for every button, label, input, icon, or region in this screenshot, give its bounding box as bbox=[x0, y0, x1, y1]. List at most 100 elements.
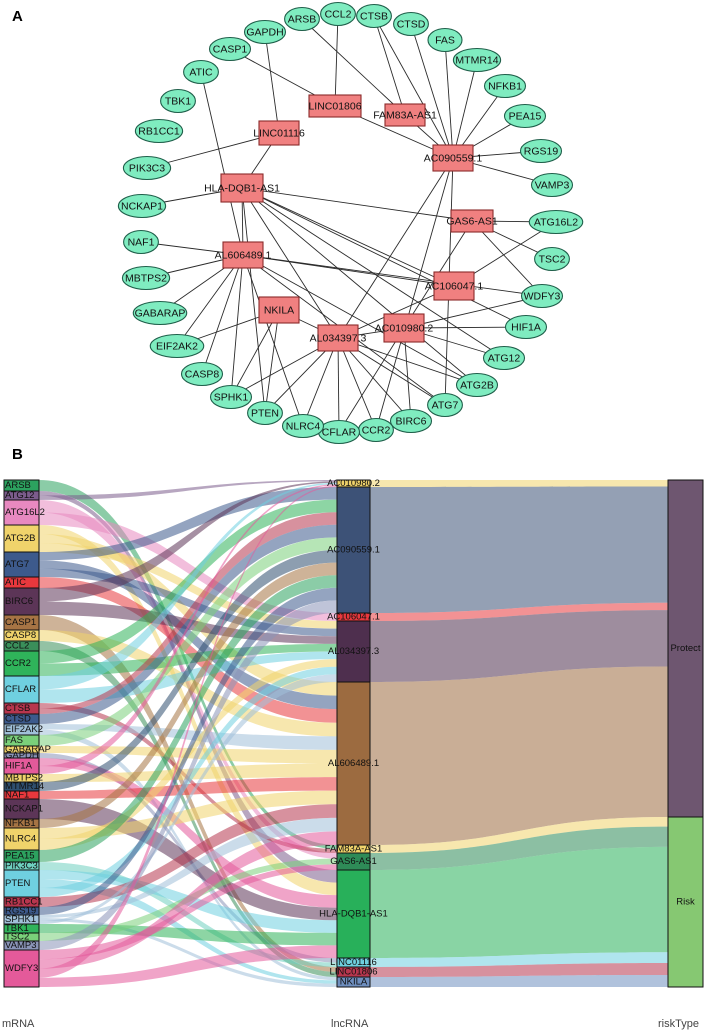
mrna-bar-label: NLRC4 bbox=[5, 834, 36, 845]
mrna-node-gapdh: GAPDH bbox=[243, 19, 287, 45]
flow-atg7-to-al034397-3 bbox=[39, 568, 337, 637]
lncrna-node-label: GAS6-AS1 bbox=[446, 216, 498, 228]
alluvial-strata: ARSBATG12ATG16L2ATG2BATG7ATICBIRC6CASP1C… bbox=[3, 478, 704, 988]
mrna-bar-label: ATG2B bbox=[5, 533, 35, 544]
mrna-node-atg7: ATG7 bbox=[427, 392, 463, 418]
flow-wdfy3-to-gas6-as1 bbox=[39, 864, 337, 960]
lncrna-node-label: AC106047.1 bbox=[425, 281, 484, 293]
mrna-node-label: CASP8 bbox=[185, 369, 220, 381]
lncrna-bar-label: NKILA bbox=[340, 977, 368, 988]
edge-ac090559-1-ccr2 bbox=[375, 157, 454, 431]
risktype-bar-label: Protect bbox=[670, 643, 700, 654]
mrna-node-label: ARSB bbox=[288, 14, 317, 26]
flow-sphk1-to-al606489-1 bbox=[39, 817, 337, 918]
mrna-bar-label: NCKAP1 bbox=[5, 804, 43, 815]
mrna-bar-birc6 bbox=[3, 587, 40, 616]
lncrna-node-label: HLA-DQB1-AS1 bbox=[204, 183, 280, 195]
edge-ac090559-1-fas bbox=[444, 39, 454, 159]
mrna-node-nfkb1: NFKB1 bbox=[483, 73, 527, 99]
mrna-bar-label: MTMR14 bbox=[5, 781, 44, 792]
mrna-bar-label: CCR2 bbox=[5, 658, 31, 669]
flow-eif2ak2-to-al606489-1 bbox=[39, 724, 337, 750]
lncrna-node-label: AL034397.3 bbox=[310, 333, 367, 345]
lncrna-bar-al606489-1 bbox=[336, 681, 371, 846]
lncrna-node-linc01116: LINC01116 bbox=[253, 120, 305, 146]
mrna-node-cflar: CFLAR bbox=[317, 419, 361, 445]
mrna-node-naf1: NAF1 bbox=[123, 229, 159, 255]
flow-ctsd-to-ac090559-1 bbox=[39, 524, 337, 724]
lncrna-bar-label: AC090559.1 bbox=[327, 545, 380, 556]
lncrna-bar-label: AL034397.3 bbox=[328, 646, 379, 657]
mrna-node-label: WDFY3 bbox=[524, 291, 561, 303]
mrna-node-label: ATG12 bbox=[488, 353, 521, 365]
mrna-node-ccl2: CCL2 bbox=[320, 1, 356, 27]
mrna-node-label: SPHK1 bbox=[214, 392, 249, 404]
risktype-bar-label: Risk bbox=[676, 897, 695, 908]
panel-a-letter: A bbox=[12, 8, 23, 25]
mrna-node-label: HIF1A bbox=[511, 322, 541, 334]
edge-al034397-3-ccr2 bbox=[337, 337, 377, 431]
flow-atic-to-al606489-1 bbox=[39, 577, 337, 723]
lncrna-node-label: AL606489.1 bbox=[215, 250, 272, 262]
flow-ccl2-to-linc01806 bbox=[39, 641, 337, 977]
edge-ac090559-1-al034397-3 bbox=[337, 157, 454, 339]
mrna-bar-label: PEA15 bbox=[5, 851, 35, 862]
flow-atg7-to-al606489-1 bbox=[39, 560, 337, 710]
lncrna-node-al606489-1: AL606489.1 bbox=[215, 241, 272, 269]
flow-linc01806-to-risk bbox=[370, 963, 668, 977]
mrna-node-atg12: ATG12 bbox=[482, 345, 526, 371]
mrna-bar-label: ATIC bbox=[5, 577, 26, 588]
mrna-node-label: ATG2B bbox=[460, 380, 494, 392]
mrna-bar-label: TSC2 bbox=[5, 932, 29, 943]
flow-hla-dqb1-as1-to-risk bbox=[370, 846, 668, 958]
edge-al034397-3-nlrc4 bbox=[302, 337, 339, 427]
flow-ac010980-2-to-protect bbox=[370, 480, 668, 487]
mrna-bar-cflar bbox=[3, 675, 40, 704]
flow-fam83a-as1-to-risk bbox=[370, 817, 668, 853]
mrna-bar-atg2b bbox=[3, 524, 40, 553]
lncrna-node-label: AC010980.2 bbox=[375, 323, 434, 335]
lncrna-node-hla-dqb1-as1: HLA-DQB1-AS1 bbox=[204, 173, 280, 203]
mrna-node-casp1: CASP1 bbox=[208, 36, 252, 62]
mrna-node-label: ATG16L2 bbox=[534, 217, 578, 229]
mrna-node-nckap1: NCKAP1 bbox=[117, 193, 167, 219]
mrna-bar-label: FAS bbox=[5, 735, 23, 746]
mrna-node-label: PTEN bbox=[251, 408, 279, 420]
mrna-node-sphk1: SPHK1 bbox=[209, 384, 253, 410]
mrna-node-mbtps2: MBTPS2 bbox=[121, 265, 171, 291]
mrna-node-label: EIF2AK2 bbox=[156, 341, 198, 353]
axis-label-risktype: riskType bbox=[658, 1018, 699, 1030]
mrna-node-label: ATIC bbox=[189, 67, 213, 79]
mrna-bar-label: GAPDH bbox=[5, 750, 39, 761]
mrna-node-label: CASP1 bbox=[213, 44, 248, 56]
mrna-bar-pten bbox=[3, 869, 40, 898]
flow-hif1a-to-ac010980-2 bbox=[39, 484, 337, 774]
mrna-node-label: NLRC4 bbox=[286, 421, 321, 433]
edge-ac090559-1-ctsb bbox=[373, 15, 454, 159]
edge-fam83a-as1-ctsb bbox=[373, 15, 406, 116]
mrna-node-tsc2: TSC2 bbox=[534, 246, 570, 272]
edge-ac010980-2-wdfy3 bbox=[403, 295, 543, 329]
flow-al034397-3-to-protect bbox=[370, 610, 668, 682]
lncrna-bar-ac090559-1 bbox=[336, 486, 371, 614]
flow-wdfy3-to-ac010980-2 bbox=[39, 485, 337, 978]
mrna-bar-label: SPHK1 bbox=[5, 914, 36, 925]
edge-al606489-1-atic bbox=[200, 71, 244, 256]
lncrna-bar-label: FAM83A-AS1 bbox=[325, 844, 383, 855]
mrna-bar-label: CCL2 bbox=[5, 641, 29, 652]
mrna-node-fas: FAS bbox=[427, 27, 463, 53]
mrna-node-rgs19: RGS19 bbox=[519, 138, 563, 164]
mrna-bar-wdfy3 bbox=[3, 949, 40, 988]
mrna-bar-label: TBK1 bbox=[5, 923, 29, 934]
mrna-node-eif2ak2: EIF2AK2 bbox=[149, 333, 205, 359]
mrna-node-label: RGS19 bbox=[524, 146, 559, 158]
lncrna-bar-label: AL606489.1 bbox=[328, 758, 379, 769]
mrna-bar-label: ATG16L2 bbox=[5, 507, 45, 518]
edge-hla-dqb1-as1-atg2b bbox=[241, 187, 478, 386]
mrna-node-label: CTSD bbox=[397, 19, 426, 31]
mrna-bar-label: EIF2AK2 bbox=[5, 724, 43, 735]
mrna-node-nlrc4: NLRC4 bbox=[281, 413, 325, 439]
lncrna-node-label: FAM83A-AS1 bbox=[373, 110, 437, 122]
lncrna-bar-hla-dqb1-as1 bbox=[336, 869, 371, 959]
